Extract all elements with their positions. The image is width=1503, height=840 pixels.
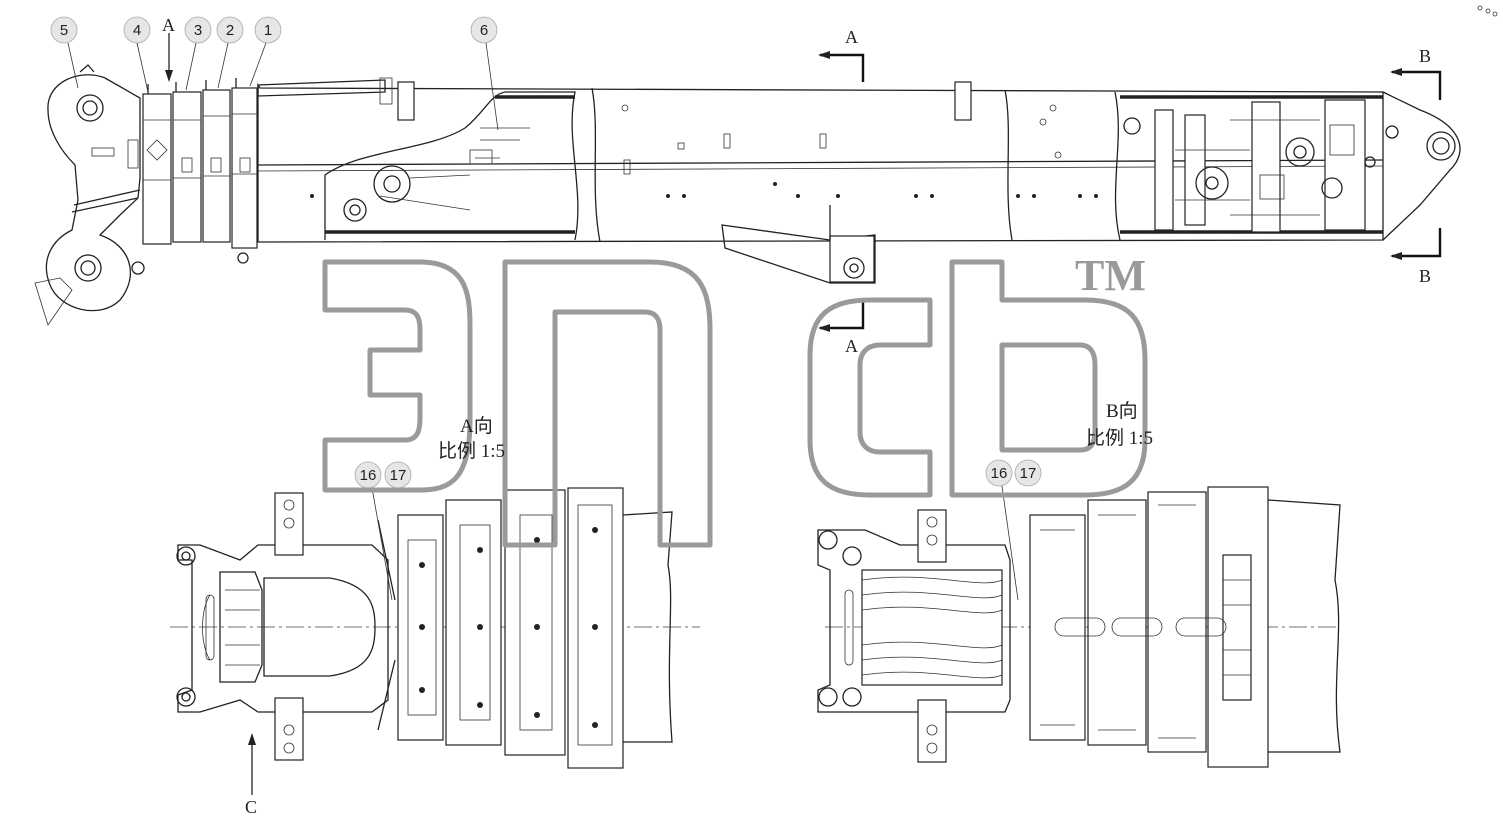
callout-16-view-b: 16	[985, 459, 1019, 601]
view-marker-b-bottom: B	[1419, 266, 1431, 286]
boom-elevation	[34, 64, 1461, 326]
view-marker-b-top: B	[1419, 46, 1431, 66]
callout-1: 1	[249, 16, 282, 87]
callout-2: 2	[216, 16, 244, 89]
callout-16-view-a: 16	[354, 461, 393, 601]
callout-5: 5	[50, 16, 79, 89]
boom-box	[257, 77, 1461, 284]
corner-mark-icon	[1477, 5, 1498, 17]
view-a-scale: 比例 1:5	[438, 440, 505, 462]
svg-text:2: 2	[226, 22, 234, 39]
section-marker-a-top: A	[845, 27, 858, 47]
section-marker-a-bottom: A	[845, 336, 858, 356]
callout-17-view-b: 17	[1014, 459, 1042, 487]
svg-text:16: 16	[360, 467, 377, 484]
view-marker-a-top: A	[162, 15, 175, 35]
view-a-title: A向	[460, 415, 493, 437]
view-b-title: B向	[1106, 400, 1138, 422]
boom-holes	[310, 104, 1098, 198]
view-a-bolts	[419, 527, 598, 728]
view-marker-c: C	[245, 797, 257, 817]
telescopic-section-ends	[142, 78, 258, 264]
callout-6: 6	[470, 16, 499, 131]
callout-3: 3	[184, 16, 212, 91]
view-a-drawing	[170, 487, 700, 769]
view-b-scale: 比例 1:5	[1086, 427, 1153, 449]
svg-text:1: 1	[264, 22, 272, 39]
svg-text:5: 5	[60, 22, 68, 39]
boom-head	[34, 64, 145, 326]
svg-text:17: 17	[1020, 465, 1037, 482]
watermark-trademark: TM	[1075, 251, 1146, 300]
svg-text:3: 3	[194, 22, 202, 39]
svg-text:6: 6	[480, 22, 488, 39]
callout-17-view-a: 17	[384, 461, 412, 489]
section-markers	[165, 33, 1442, 795]
watermark-logo	[322, 259, 1148, 548]
callout-4: 4	[123, 16, 151, 93]
view-b-drawing	[817, 486, 1341, 768]
svg-text:17: 17	[390, 467, 407, 484]
svg-text:16: 16	[991, 465, 1008, 482]
svg-text:4: 4	[133, 22, 141, 39]
